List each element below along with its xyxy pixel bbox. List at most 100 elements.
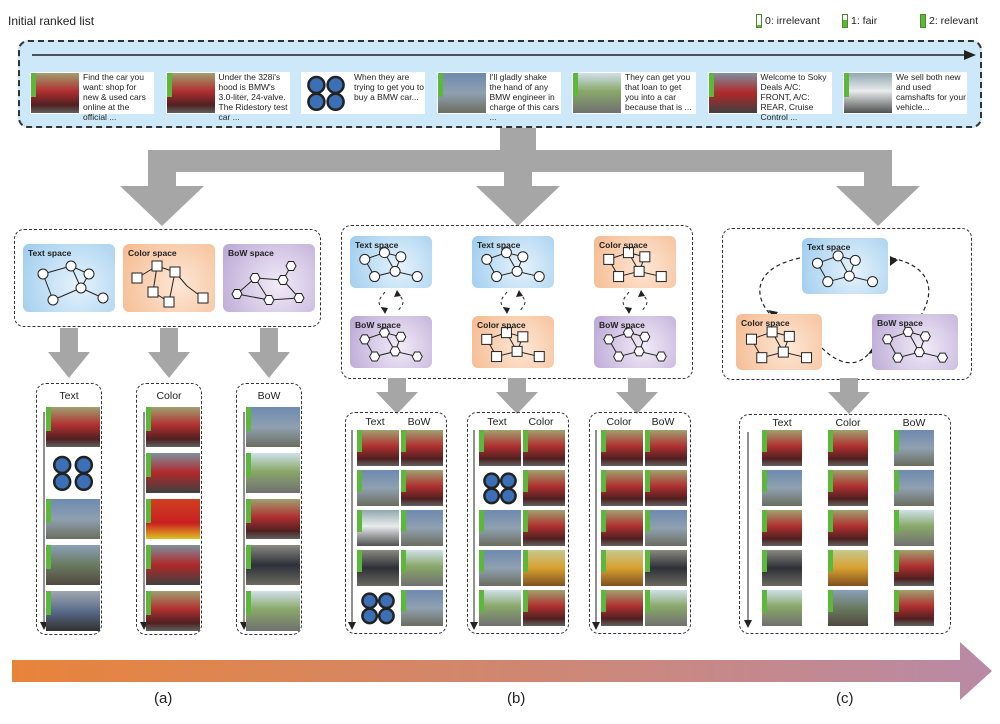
panel-a-spaces xyxy=(14,229,321,327)
space-label: Color space xyxy=(128,248,177,258)
panel-label-b: (b) xyxy=(507,690,526,707)
relevance-bar xyxy=(246,407,251,431)
ranked-item[interactable]: I'll gladly shake the hand of any BMW en… xyxy=(436,72,561,122)
image-red-car xyxy=(601,590,643,626)
relevance-bar xyxy=(246,545,251,569)
relevance-bar xyxy=(828,470,833,492)
relevance-bar xyxy=(601,470,606,492)
legend-irrelevant: 0: irrelevant xyxy=(756,14,820,28)
image-silver-car xyxy=(401,590,443,626)
relevance-bar xyxy=(479,590,484,612)
image-yellow-car xyxy=(601,550,643,586)
image-silver-car xyxy=(894,470,934,506)
image-bmw-logos xyxy=(479,470,521,506)
relevance-bar xyxy=(762,510,767,532)
image-silver-car xyxy=(437,73,486,113)
ranked-item-text: They can get you that loan to get you in… xyxy=(625,72,692,112)
space-link xyxy=(500,290,526,314)
image-red-bus xyxy=(146,453,200,493)
ranked-item[interactable]: Under the 328i's hood is BMW's 3.0-liter… xyxy=(165,72,290,122)
text-space-a: Text space xyxy=(23,244,115,312)
image-road xyxy=(645,590,687,626)
relevance-irrelevant-icon xyxy=(756,14,762,28)
relevance-bar xyxy=(246,591,251,615)
relevance-bar xyxy=(828,430,833,452)
image-red-car xyxy=(601,470,643,506)
relevance-bar xyxy=(357,510,362,532)
page-title: Initial ranked list xyxy=(8,14,95,28)
image-road xyxy=(894,510,934,546)
space-label: Text space xyxy=(28,248,72,258)
bmw-logo-grid xyxy=(361,592,395,625)
bmw-logo-grid xyxy=(52,455,94,492)
panel-label-c: (c) xyxy=(836,690,854,707)
image-dark-car xyxy=(645,550,687,586)
relevance-bar xyxy=(357,550,362,572)
image-red-car xyxy=(146,407,200,447)
image-road xyxy=(762,590,802,626)
space-label: BoW space xyxy=(877,318,923,328)
image-silver-car xyxy=(401,510,443,546)
bow-graph-icon xyxy=(603,327,667,362)
relevance-bar xyxy=(645,430,650,452)
relevance-bar xyxy=(146,407,151,431)
column-label: Color xyxy=(606,416,632,428)
image-field xyxy=(828,590,868,626)
ranked-item[interactable]: Find the car you want: shop for new & us… xyxy=(30,72,154,122)
image-red-car xyxy=(828,430,868,466)
ranked-item[interactable]: Welcome to Soky Deals A/C: FRONT, A/C: R… xyxy=(707,72,832,122)
result-list xyxy=(345,412,447,634)
space-link xyxy=(378,290,404,314)
text-space: Text space xyxy=(802,238,888,294)
image-silver-car xyxy=(479,550,521,586)
relevance-relevant-icon xyxy=(920,14,926,28)
image-road xyxy=(246,591,300,631)
panel-b-arrows xyxy=(376,378,658,414)
ranked-item-text: Welcome to Soky Deals A/C: FRONT, A/C: R… xyxy=(760,72,827,122)
bow-graph-icon xyxy=(881,326,949,363)
image-red-car xyxy=(894,550,934,586)
relevance-bar xyxy=(523,510,528,532)
column-label: Color xyxy=(835,417,861,429)
relevance-bar xyxy=(601,550,606,572)
relevance-bar xyxy=(828,510,833,532)
relevance-bar xyxy=(46,591,51,615)
image-red-car xyxy=(46,407,100,447)
relevance-bar xyxy=(523,430,528,452)
image-yellow-car xyxy=(828,550,868,586)
image-red-car xyxy=(601,430,643,466)
image-red-car xyxy=(828,470,868,506)
relevance-bar xyxy=(401,510,406,532)
rank-arrow xyxy=(348,430,356,630)
image-red-car xyxy=(762,430,802,466)
color-graph-icon xyxy=(603,247,667,283)
text-graph-icon xyxy=(811,250,879,288)
relevance-bar xyxy=(401,470,406,492)
ranked-item[interactable]: When they are trying to get you to buy a… xyxy=(301,72,425,114)
result-list xyxy=(136,383,202,635)
image-red-bus xyxy=(146,545,200,585)
image-red-car xyxy=(401,470,443,506)
ranked-item[interactable]: They can get you that loan to get you in… xyxy=(572,72,696,114)
bow-graph-icon xyxy=(359,327,423,362)
space-label: Text space xyxy=(807,242,851,252)
relevance-bar xyxy=(645,550,650,572)
color-graph-icon xyxy=(481,327,545,363)
panel-c-arrow xyxy=(828,378,870,414)
rank-arrow xyxy=(470,430,478,630)
bow-space: BoW space xyxy=(872,314,958,370)
relevance-bar xyxy=(645,590,650,612)
relevance-bar xyxy=(46,545,51,569)
relevance-bar xyxy=(645,510,650,532)
relevance-bar xyxy=(146,545,151,569)
image-dark-car xyxy=(762,550,802,586)
text-space: Text space xyxy=(350,236,432,288)
image-dark-car xyxy=(246,545,300,585)
panel-label-a: (a) xyxy=(154,690,173,707)
space-label: BoW space xyxy=(228,248,274,258)
ranked-item[interactable]: We sell both new and used camshafts for … xyxy=(843,72,967,114)
relevance-bar xyxy=(844,73,849,97)
relevance-bar xyxy=(894,550,899,572)
column-label: Text xyxy=(365,416,385,428)
relevance-bar xyxy=(894,510,899,532)
